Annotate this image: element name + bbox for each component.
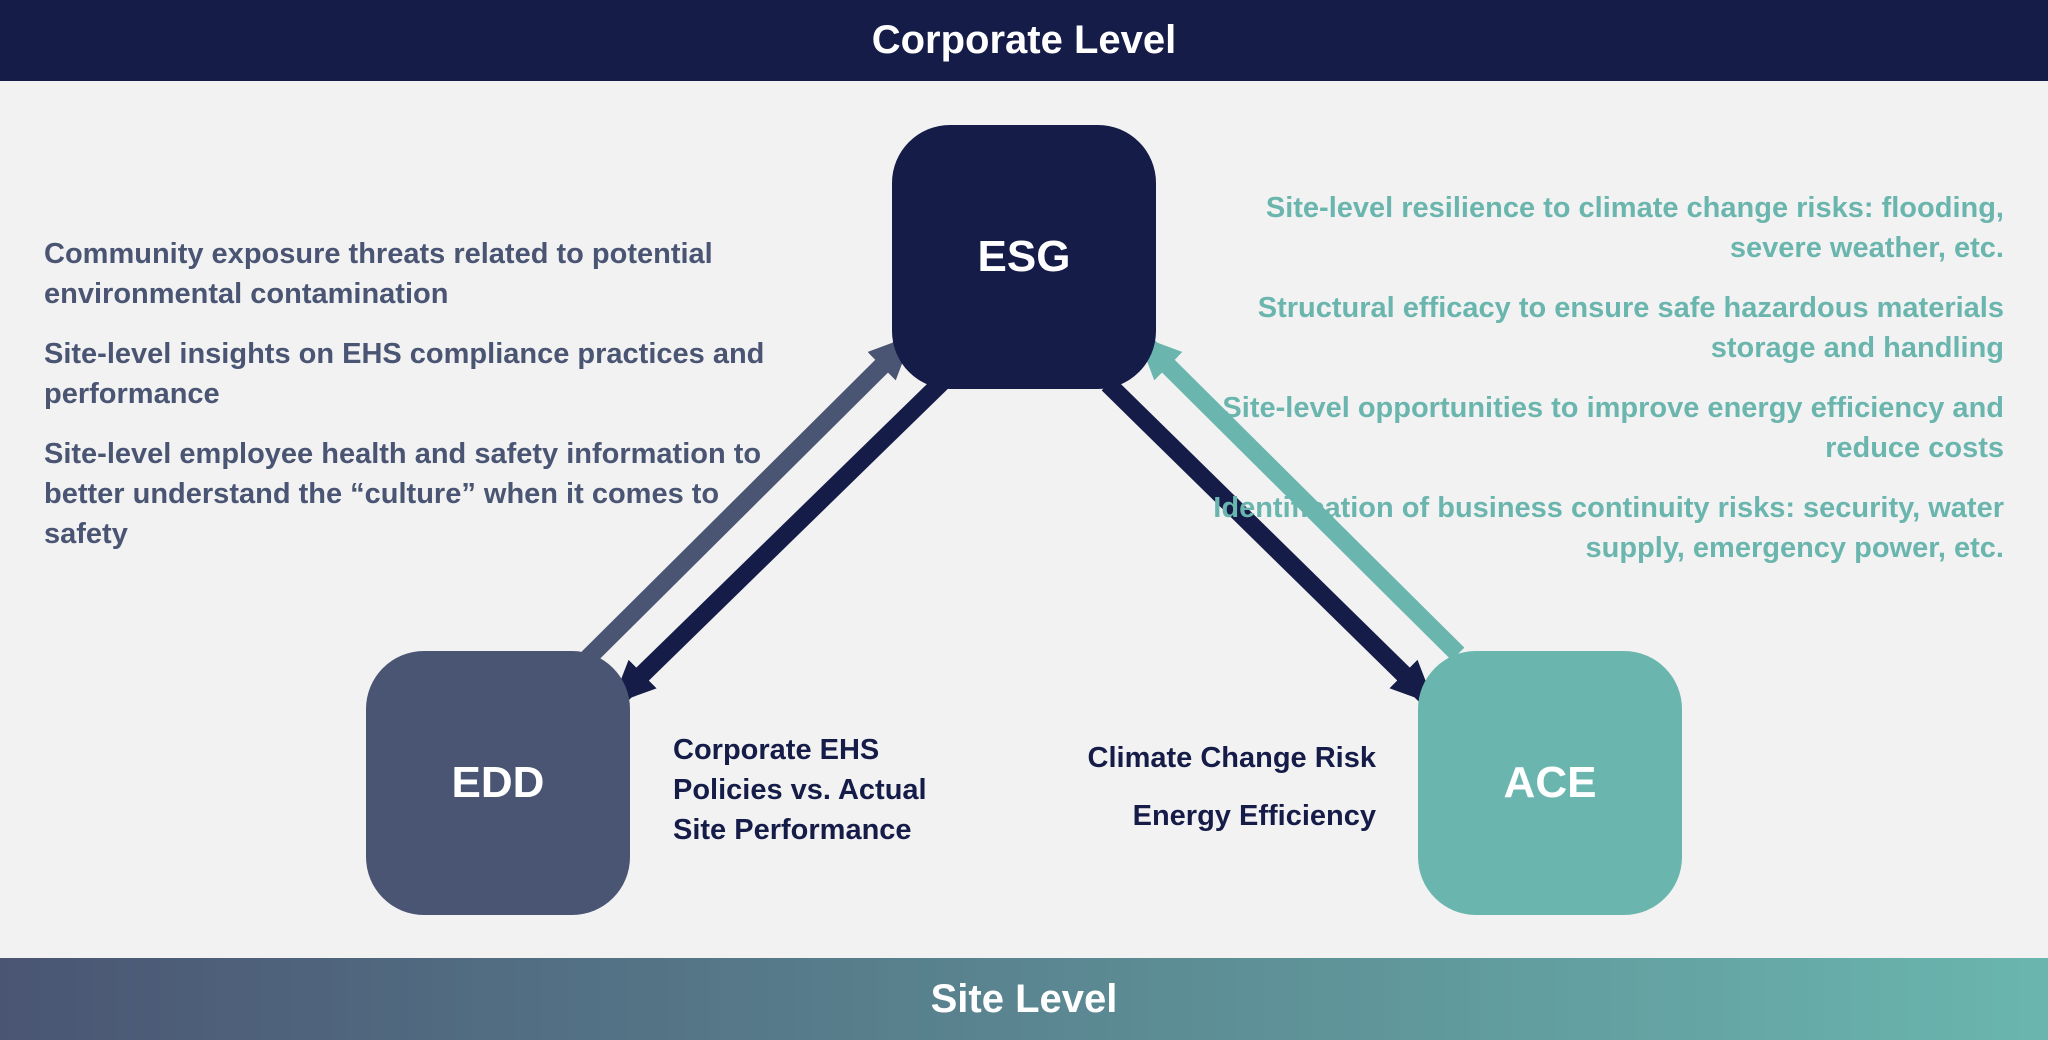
arrow-esg-to-ace: [1101, 377, 1439, 709]
arrow-esg-to-edd: [607, 373, 951, 709]
ace-node: ACE: [1418, 651, 1682, 915]
edd-insight-item: Community exposure threats related to po…: [44, 238, 713, 310]
ace-node-label: ACE: [1503, 758, 1597, 807]
ace-insight-item: Structural efficacy to ensure safe hazar…: [1257, 292, 2004, 364]
edd-note-line: Corporate EHS: [673, 734, 880, 766]
arrow-edd-to-esg: [581, 331, 917, 665]
ace-insight-item: Site-level opportunities to improve ener…: [1222, 392, 2004, 464]
edd-note-line: Site Performance: [673, 814, 912, 846]
edd-node-label: EDD: [451, 758, 545, 807]
edd-note: Corporate EHS Policies vs. Actual Site P…: [673, 730, 973, 850]
edd-insights-list: Community exposure threats related to po…: [44, 234, 804, 574]
ace-insights-list: Site-level resilience to climate change …: [1180, 188, 2004, 588]
ace-note-line: Climate Change Risk: [1087, 742, 1376, 774]
arrow-ace-to-esg: [1133, 331, 1465, 661]
edd-insight-item: Site-level insights on EHS compliance pr…: [44, 338, 765, 410]
esg-node: ESG: [892, 125, 1156, 389]
ace-insight-item: Site-level resilience to climate change …: [1265, 192, 2004, 264]
site-level-label: Site Level: [930, 976, 1118, 1021]
ace-note-line: Energy Efficiency: [1132, 800, 1376, 832]
site-level-band: Site Level: [0, 958, 2048, 1040]
edd-node: EDD: [366, 651, 630, 915]
corporate-level-label: Corporate Level: [871, 18, 1177, 62]
ace-note: Climate Change Risk Energy Efficiency: [1000, 738, 1376, 854]
edd-insight-item: Site-level employee health and safety in…: [44, 438, 762, 550]
ace-insight-item: Identification of business continuity ri…: [1213, 492, 2004, 564]
esg-node-label: ESG: [977, 232, 1071, 281]
corporate-level-band: Corporate Level: [0, 0, 2048, 81]
edd-note-line: Policies vs. Actual: [673, 774, 927, 806]
